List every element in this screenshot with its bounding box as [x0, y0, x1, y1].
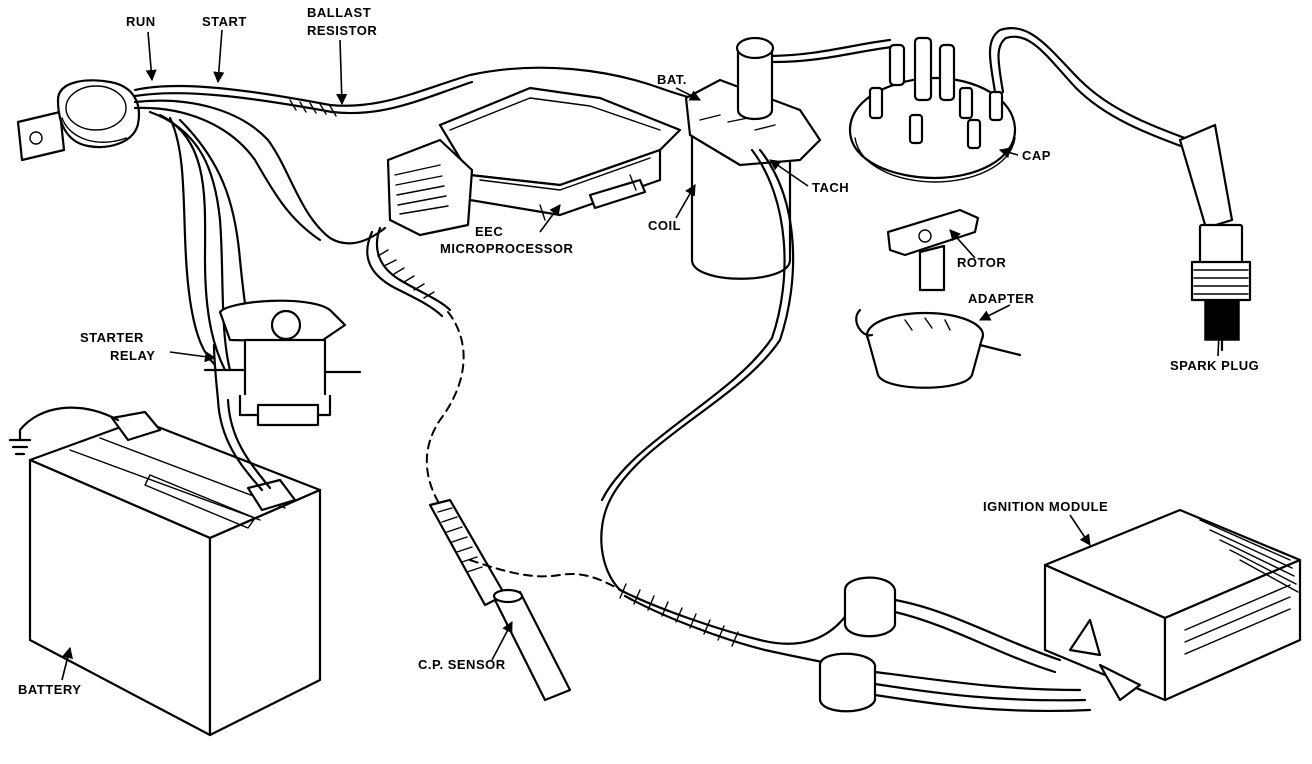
label-cp-sensor: C.P. SENSOR: [418, 657, 506, 672]
coil-to-distributor-wire: [770, 38, 894, 64]
leader-lines: [61, 29, 1226, 681]
module-connectors: [818, 576, 1092, 713]
label-cap: CAP: [1022, 148, 1051, 163]
battery-to-relay-cable: [212, 343, 272, 492]
cp-sensor-dashed-lead: [469, 559, 631, 596]
labels: RUN START BALLAST RESISTOR BAT. CAP TACH…: [18, 5, 1259, 697]
label-bat: BAT.: [657, 72, 687, 87]
label-coil: COIL: [648, 218, 681, 233]
distributor-cap: [848, 36, 1017, 183]
label-eec-line2: MICROPROCESSOR: [440, 241, 574, 256]
label-start: START: [202, 14, 247, 29]
adapter: [855, 308, 1022, 389]
label-battery: BATTERY: [18, 682, 81, 697]
label-spark-plug: SPARK PLUG: [1170, 358, 1259, 373]
spark-plug: [1178, 123, 1252, 352]
label-starter-line1: STARTER: [80, 330, 144, 345]
battery: [8, 406, 322, 737]
label-rotor: ROTOR: [957, 255, 1006, 270]
label-ignition-module: IGNITION MODULE: [983, 499, 1108, 514]
spark-plug-wire: [988, 27, 1192, 150]
label-ballast-line2: RESISTOR: [307, 23, 377, 38]
label-tach: TACH: [812, 180, 849, 195]
label-adapter: ADAPTER: [968, 291, 1034, 306]
label-ballast-line1: BALLAST: [307, 5, 371, 20]
label-run: RUN: [126, 14, 156, 29]
eec-microprocessor: [386, 86, 682, 237]
label-eec-line1: EEC: [475, 224, 503, 239]
starter-relay: [203, 299, 362, 427]
ignition-module: [1043, 508, 1302, 702]
coil: [684, 36, 822, 280]
eec-harness: [366, 226, 452, 318]
rotor: [886, 208, 980, 292]
cap-towers: [868, 36, 1004, 150]
ballast-resistor: [289, 99, 337, 117]
cp-sensor: [425, 311, 572, 702]
label-starter-line2: RELAY: [110, 348, 155, 363]
ignition-switch: [16, 79, 140, 162]
